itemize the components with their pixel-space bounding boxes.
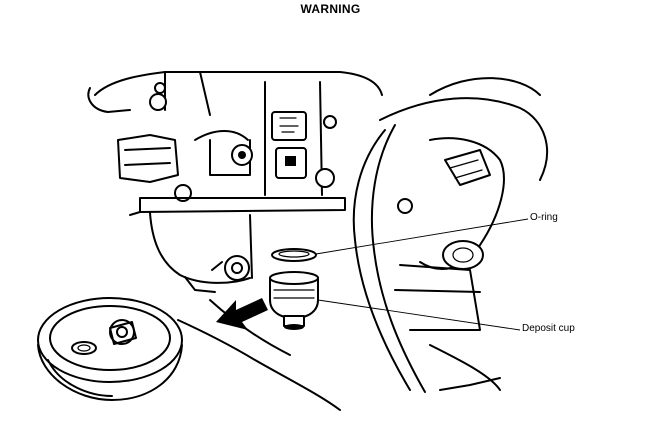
deposit-cup-label: Deposit cup <box>522 323 575 334</box>
o-ring <box>271 248 317 262</box>
carburetor-body <box>87 71 383 216</box>
engine-housing <box>352 77 549 393</box>
deposit-cup-leader-line <box>317 299 521 331</box>
float-bowl <box>149 212 253 293</box>
cleaning-dish <box>37 297 183 401</box>
page-title: WARNING <box>300 2 361 16</box>
removal-arrow-icon <box>216 298 268 330</box>
o-ring-label: O-ring <box>530 212 558 223</box>
hand-outline <box>177 299 341 411</box>
o-ring-leader-line <box>315 218 529 255</box>
deposit-cup <box>269 271 319 330</box>
